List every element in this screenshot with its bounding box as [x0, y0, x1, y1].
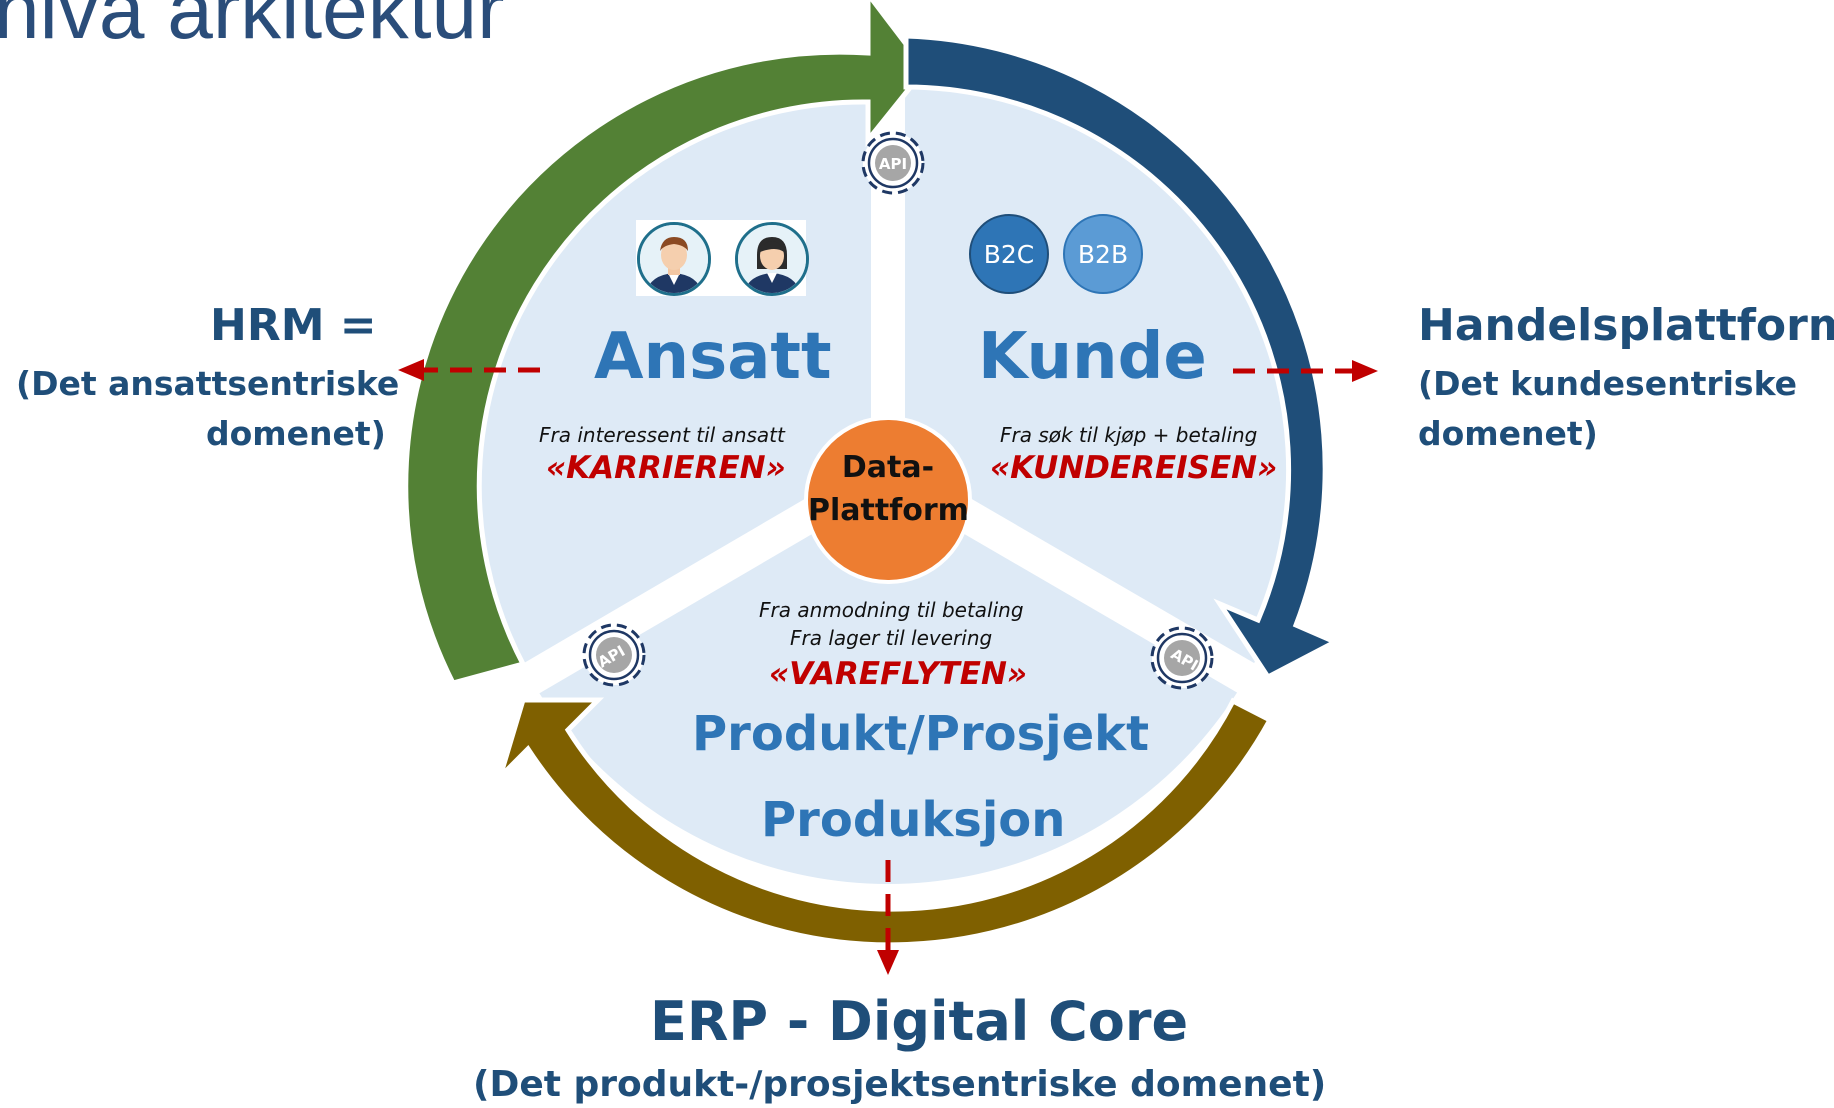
hrm-subtitle-line2: domenet) [206, 414, 386, 453]
male-employee-avatar [637, 222, 711, 296]
produkt-journey: «VAREFLYTEN» [769, 656, 1028, 692]
produksjon-title: Produksjon [761, 792, 1066, 848]
produkt-description-1: Fra anmodning til betaling [759, 598, 1024, 622]
trade-platform-heading: Handelsplattform [1418, 300, 1834, 351]
blue-cycle-arrow [903, 33, 1341, 681]
data-platform-label-line1: Data- [841, 450, 935, 485]
kunde-journey: «KUNDEREISEN» [990, 450, 1278, 486]
ansatt-title: Ansatt [594, 320, 832, 394]
produkt-description-2: Fra lager til levering [790, 626, 993, 650]
hrm-arrowhead [398, 359, 424, 381]
trade-arrowhead [1352, 360, 1378, 382]
ansatt-journey: «KARRIEREN» [546, 450, 786, 486]
olive-cycle-arrow [497, 697, 1274, 948]
erp-heading: ERP - Digital Core [650, 990, 1189, 1053]
hrm-heading: HRM = [210, 300, 377, 351]
trade-platform-subtitle-line2: domenet) [1418, 414, 1598, 453]
ansatt-description: Fra interessent til ansatt [539, 423, 785, 447]
erp-subtitle: (Det produkt-/prosjektsentriske domenet) [473, 1064, 1327, 1105]
b2c-badge: B2C [969, 214, 1049, 294]
erp-arrowhead [877, 950, 899, 975]
b2b-badge: B2B [1063, 214, 1143, 294]
api-gear-left-icon [582, 623, 646, 687]
page-title: nivå arkitektur [0, 0, 505, 56]
data-platform-circle [804, 416, 972, 584]
api-gear-right-icon [1150, 626, 1214, 690]
green-cycle-arrow [403, 0, 929, 686]
kunde-description: Fra søk til kjøp + betaling [1000, 423, 1258, 447]
produkt-title: Produkt/Prosjekt [692, 706, 1150, 762]
api-gear-top-icon [861, 131, 925, 195]
trade-platform-subtitle-line1: (Det kundesentriske [1418, 364, 1798, 403]
kunde-title: Kunde [978, 320, 1207, 394]
api-label-top: API [879, 155, 907, 173]
data-platform-label-line2: Plattform [808, 493, 969, 528]
dashed-connectors [420, 367, 1353, 952]
female-employee-avatar [735, 222, 809, 296]
hrm-subtitle-line1: (Det ansattsentriske [16, 364, 400, 403]
